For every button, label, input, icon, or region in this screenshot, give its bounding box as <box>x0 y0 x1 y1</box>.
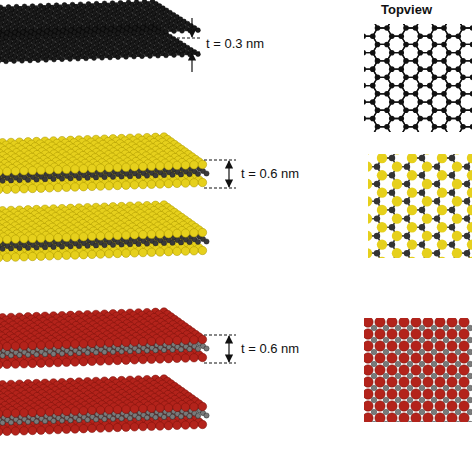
thickness-dimension: t = 0.3 nm <box>205 36 265 52</box>
thickness-dimension: t = 0.6 nm <box>240 166 300 182</box>
view-heading: Topview <box>380 2 433 18</box>
thickness-dimension: t = 0.6 nm <box>240 341 300 357</box>
